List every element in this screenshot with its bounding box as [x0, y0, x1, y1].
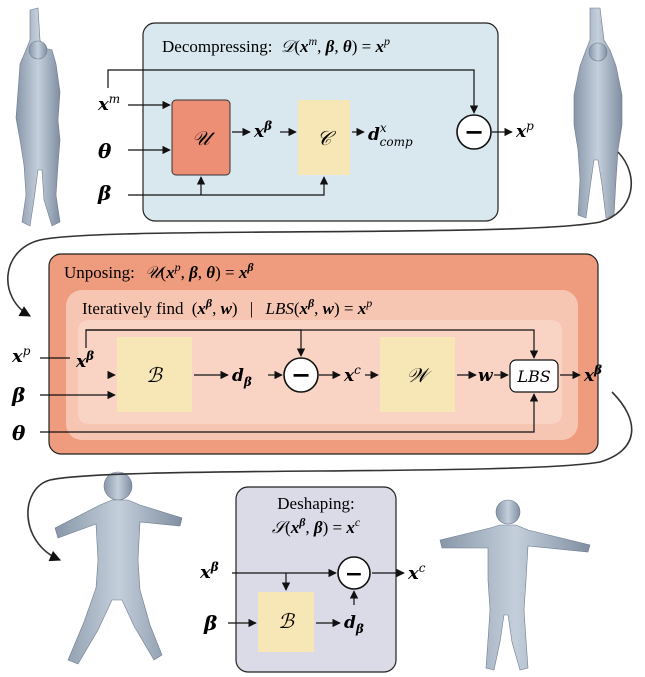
decompress-output-xp: xp: [515, 119, 534, 142]
deshape-title: Deshaping:: [277, 494, 354, 513]
unpose-output-xbeta: xβ: [583, 363, 602, 386]
decompress-xbeta-label: xβ: [253, 119, 272, 142]
unpose-op-box: [171, 99, 231, 176]
connector-curves: [7, 151, 633, 562]
lbs-op-label: LBS: [516, 367, 550, 386]
unpose-input-xp: xp: [11, 344, 31, 367]
weights-op-box: [380, 337, 455, 412]
decompress-arrows: [107, 69, 513, 196]
deshape-output-xc: xc: [407, 561, 426, 584]
deshape-dbeta-label: dβ: [344, 613, 364, 636]
decompress-title: Decompressing: 𝒟(xm, β, θ) = xp: [162, 34, 390, 56]
minus-op-decompress-glyph: −: [464, 117, 484, 146]
body-mesh-tpose-left: [54, 471, 183, 665]
body-mesh-tpose-right: [439, 499, 591, 671]
deshape-blendshape-label: ℬ: [278, 609, 295, 633]
input-beta-label: β: [97, 181, 111, 205]
deshape-blendshape-box: [258, 592, 314, 652]
deshape-arrows: [228, 568, 405, 628]
compress-op-box: [298, 100, 350, 175]
blendshape-op-box: [117, 337, 192, 412]
deshape-input-beta: β: [203, 611, 217, 635]
unpose-input-beta: β: [11, 383, 25, 407]
deshape-panel: Deshaping: 𝒮(xβ, β) = xc ℬ −: [235, 486, 397, 673]
input-theta-label: θ: [98, 139, 112, 163]
body-mesh-arms-up-right: [573, 7, 623, 219]
unpose-panel: Unposing: 𝒰(xp, β, θ) = xβ Iteratively f…: [48, 253, 599, 455]
unpose-arrows: [40, 329, 581, 433]
minus-op-unpose: [283, 357, 319, 393]
unpose-iterate-text: Iteratively find (xβ, w) | LBS(xβ, w) = …: [82, 296, 372, 318]
minus-op-deshape-glyph: −: [345, 561, 363, 587]
unpose-input-theta: θ: [12, 421, 26, 445]
unpose-xc-label: xc: [343, 363, 361, 386]
unpose-title: Unposing: 𝒰(xp, β, θ) = xβ: [64, 260, 254, 282]
minus-op-decompress: [456, 114, 492, 150]
deshape-func: 𝒮(xβ, β) = xc: [272, 515, 361, 537]
input-xm-label: xm: [97, 92, 120, 115]
decompress-panel: Decompressing: 𝒟(xm, β, θ) = xp 𝒰 𝒞 −: [142, 22, 499, 222]
lbs-op-box: [509, 359, 559, 393]
body-mesh-arms-up-left: [15, 7, 61, 227]
blendshape-op-label: ℬ: [146, 363, 163, 387]
minus-op-deshape: [337, 556, 371, 590]
unpose-w-label: w: [478, 366, 494, 386]
minus-op-unpose-glyph: −: [291, 360, 311, 389]
unpose-dbeta-label: dβ: [232, 366, 252, 389]
deshape-input-xbeta: xβ: [199, 560, 219, 583]
unpose-loop-xbeta: xβ: [75, 349, 94, 372]
